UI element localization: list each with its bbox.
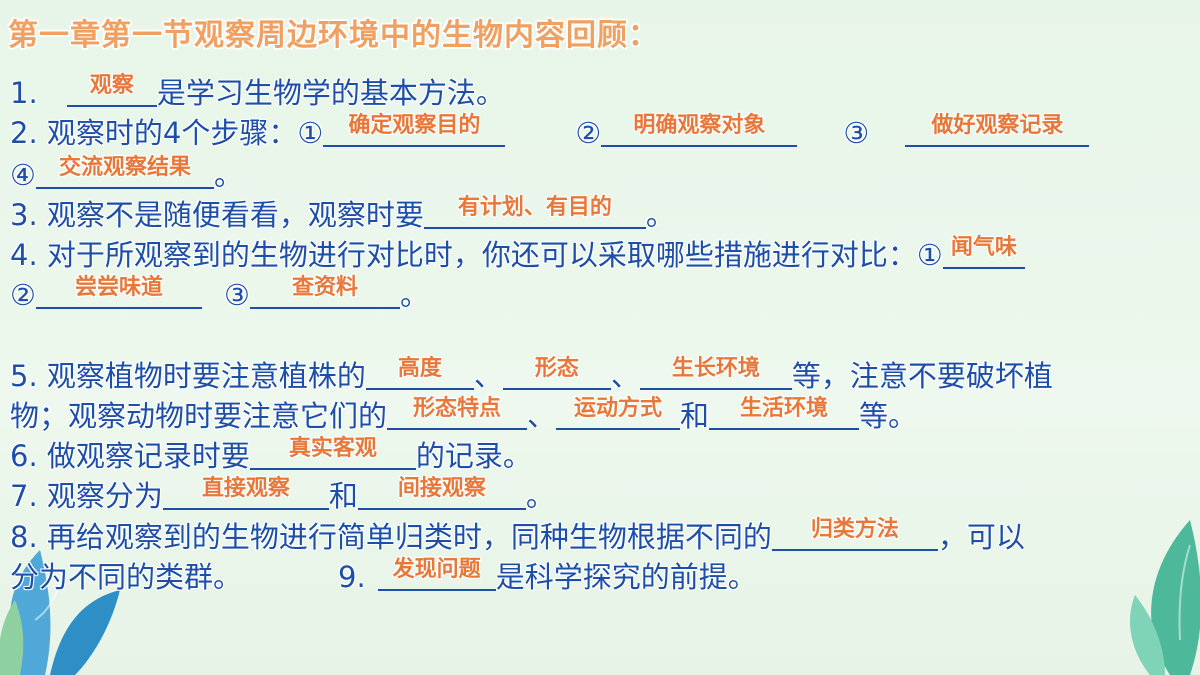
question-2: 2. 观察时的4个步骤：① 确定观察目的 ② 明确观察对象 ③ 做好观察记录 <box>10 113 1090 152</box>
q5-text-3: 物；观察动物时要注意它们的 <box>10 399 388 433</box>
q5-answer-2: 形态 <box>534 356 579 381</box>
q5-blank-3: 生长环境 <box>639 356 792 390</box>
q5-answer-4: 形态特点 <box>413 396 502 421</box>
q9-answer: 发现问题 <box>392 557 481 582</box>
question-5-cont: 物；观察动物时要注意它们的形态特点、运动方式和 生活环境 等。 <box>10 396 918 435</box>
q5-end: 等。 <box>859 399 918 433</box>
q3-text: 3. 观察不是随便看看，观察时要 <box>10 198 424 232</box>
q5-sep-1: 、 <box>473 359 503 393</box>
q2-mark-4: ④ <box>10 158 36 192</box>
q5-answer-5: 运动方式 <box>574 396 663 421</box>
q5-and: 和 <box>680 399 710 433</box>
q3-answer: 有计划、有目的 <box>457 195 612 220</box>
q1-number: 1. <box>10 76 38 110</box>
q1-blank: 观察 <box>66 73 157 107</box>
question-2-cont: ④ 交流观察结果。 <box>10 155 244 194</box>
q2-blank-3: 做好观察记录 <box>905 113 1090 147</box>
q2-answer-2: 明确观察对象 <box>633 113 766 138</box>
q3-end: 。 <box>645 198 675 232</box>
q2-mark-3: ③ <box>843 116 870 150</box>
q9-number: 9. <box>338 560 366 594</box>
q7-blank-2: 间接观察 <box>357 476 526 510</box>
q2-answer-1: 确定观察目的 <box>348 113 481 138</box>
question-4: 4. 对于所观察到的生物进行对比时，你还可以采取哪些措施进行对比：① 闻气味 <box>10 235 1025 274</box>
question-5: 5. 观察植物时要注意植株的 高度 、 形态 、 生长环境 等，注意不要破坏植 <box>10 356 1053 395</box>
q4-answer-2: 尝尝味道 <box>74 275 164 300</box>
question-3: 3. 观察不是随便看看，观察时要 有计划、有目的 。 <box>10 195 675 234</box>
q2-blank-4: 交流观察结果 <box>36 155 214 189</box>
q4-blank-1: 闻气味 <box>942 235 1025 269</box>
q8-answer: 归类方法 <box>810 517 899 542</box>
question-8-cont: 分为不同的类群。 9. 发现问题是科学探究的前提。 <box>10 557 757 596</box>
q5-blank-4: 形态特点 <box>387 396 528 430</box>
q4-answer-1: 闻气味 <box>950 235 1017 260</box>
question-6: 6. 做观察记录时要 真实客观 的记录。 <box>10 436 532 475</box>
q1-text: 是学习生物学的基本方法。 <box>156 76 505 110</box>
question-1: 1. 观察是学习生物学的基本方法。 <box>10 73 505 112</box>
q2-answer-4: 交流观察结果 <box>58 155 192 180</box>
q5-blank-5: 运动方式 <box>556 396 681 430</box>
leaf-decoration-right <box>1130 520 1200 675</box>
q4-mark-3: ③ <box>224 278 250 312</box>
q2-blank-1: 确定观察目的 <box>323 113 506 147</box>
q6-text: 6. 做观察记录时要 <box>10 439 250 473</box>
q7-blank-1: 直接观察 <box>162 476 329 510</box>
q8-blank: 归类方法 <box>771 517 938 551</box>
q5-answer-6: 生活环境 <box>740 396 829 421</box>
q5-blank-1: 高度 <box>365 356 474 390</box>
q5-blank-2: 形态 <box>502 356 611 390</box>
q1-answer: 观察 <box>89 73 134 98</box>
q5-answer-1: 高度 <box>397 356 442 381</box>
q5-sep-2: 、 <box>610 359 640 393</box>
q5-text-2: 等，注意不要破坏植 <box>791 359 1053 393</box>
slide-title: 第一章第一节观察周边环境中的生物内容回顾： <box>8 18 659 53</box>
q7-answer-1: 直接观察 <box>201 476 290 501</box>
q4-blank-3: 查资料 <box>250 275 400 309</box>
q9-text: 是科学探究的前提。 <box>495 560 757 594</box>
q4-end: 。 <box>400 278 430 312</box>
q2-mark-1: ① <box>297 116 324 150</box>
question-7: 7. 观察分为 直接观察 和 间接观察 。 <box>10 476 555 515</box>
question-8: 8. 再给观察到的生物进行简单归类时，同种生物根据不同的 归类方法 ，可以 <box>10 517 1025 556</box>
q5-sep-3: 、 <box>527 399 557 433</box>
q6-end: 的记录。 <box>415 439 532 473</box>
q6-blank: 真实客观 <box>249 436 416 470</box>
question-4-cont: ② 尝尝味道 ③ 查资料 。 <box>10 275 430 314</box>
q2-text: 2. 观察时的4个步骤： <box>10 116 298 150</box>
q7-end: 。 <box>525 479 555 513</box>
q4-mark-1: ① <box>916 238 943 272</box>
q2-blank-2: 明确观察对象 <box>601 113 798 147</box>
q6-answer: 真实客观 <box>288 436 377 461</box>
q5-answer-3: 生长环境 <box>671 356 760 381</box>
q8-text-3: 分为不同的类群。 <box>10 560 243 594</box>
q4-blank-2: 尝尝味道 <box>36 275 202 309</box>
q3-blank: 有计划、有目的 <box>423 195 646 229</box>
q8-text-1: 8. 再给观察到的生物进行简单归类时，同种生物根据不同的 <box>10 520 772 554</box>
q5-text-1: 5. 观察植物时要注意植株的 <box>10 359 366 393</box>
q7-answer-2: 间接观察 <box>397 476 486 501</box>
q4-text: 4. 对于所观察到的生物进行对比时，你还可以采取哪些措施进行对比： <box>10 238 917 272</box>
q4-mark-2: ② <box>10 278 36 312</box>
leaf-decoration-left <box>0 550 120 675</box>
q9-blank: 发现问题 <box>377 557 496 591</box>
q5-blank-6: 生活环境 <box>709 396 860 430</box>
q8-text-2: ，可以 <box>937 520 1025 554</box>
q4-answer-3: 查资料 <box>291 275 359 300</box>
q2-mark-2: ② <box>575 116 602 150</box>
q7-text: 7. 观察分为 <box>10 479 163 513</box>
q2-end: 。 <box>214 158 244 192</box>
q7-and: 和 <box>328 479 358 513</box>
q2-answer-3: 做好观察记录 <box>931 113 1064 138</box>
